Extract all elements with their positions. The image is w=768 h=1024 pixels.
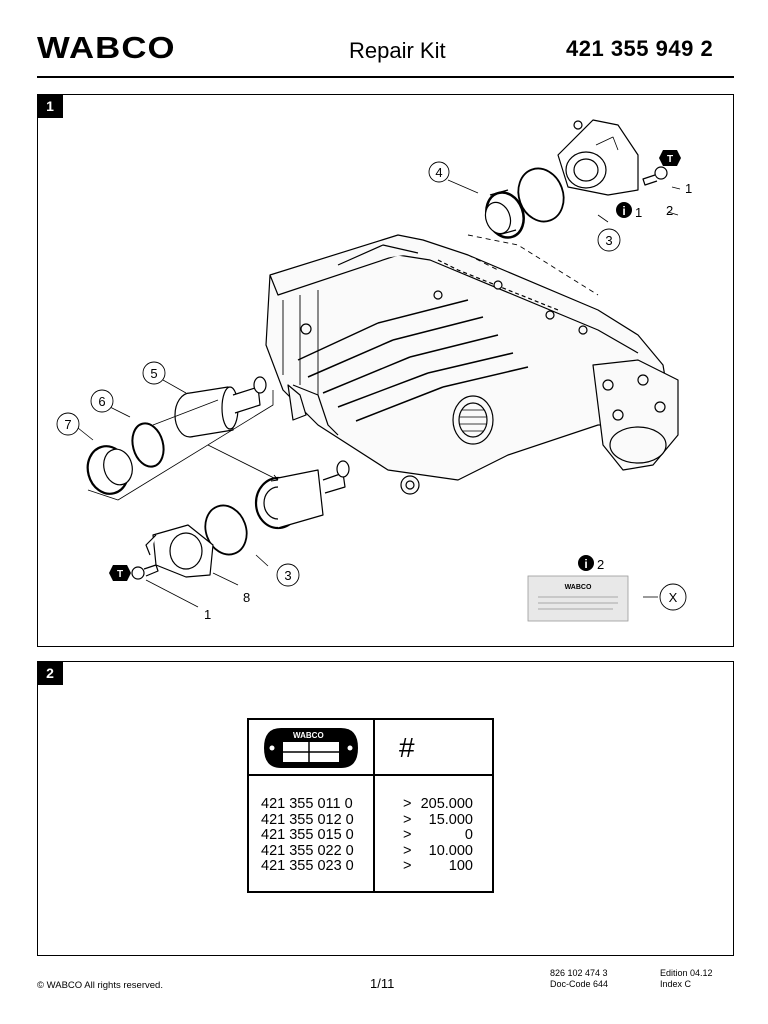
cover-part-2 xyxy=(557,119,639,196)
svg-text:i: i xyxy=(622,204,625,218)
serial-number-table: WABCO # 421 355 011 0 421 355 012 0 421 … xyxy=(247,718,494,893)
seal-part-4 xyxy=(484,189,525,239)
svg-text:3: 3 xyxy=(284,568,291,583)
edition: Edition 04.12 xyxy=(660,968,713,978)
callout-x: X xyxy=(659,583,687,611)
svg-text:1: 1 xyxy=(204,607,211,622)
serial-number-panel: 2 xyxy=(37,661,734,956)
header-divider xyxy=(37,76,734,78)
table-row-part: 421 355 012 0 xyxy=(261,811,354,828)
callout-7: 7 xyxy=(56,412,80,436)
svg-text:2: 2 xyxy=(666,203,673,218)
svg-text:1: 1 xyxy=(685,181,692,196)
info-icon-2: i 2 xyxy=(578,555,604,572)
table-row-part: 421 355 011 0 xyxy=(261,796,353,812)
kit-part-number: 421 355 949 2 xyxy=(566,36,714,61)
svg-text:T: T xyxy=(667,154,673,165)
svg-text:WABCO: WABCO xyxy=(293,731,324,740)
table-row-operator: > xyxy=(403,811,412,828)
exploded-view-drawing: 4 3 2 1 5 6 7 3 8 1 xyxy=(56,119,692,622)
table-row-value: 0 xyxy=(464,827,473,843)
table-row-part: 421 355 022 0 xyxy=(261,842,354,859)
valve-part-5 xyxy=(174,376,267,438)
table-row-operator: > xyxy=(403,827,412,843)
table-row-value: 15.000 xyxy=(428,811,473,828)
main-housing xyxy=(265,234,679,495)
callout-1-top: 1 xyxy=(685,181,692,196)
callout-3-bottom: 3 xyxy=(276,563,300,587)
svg-text:5: 5 xyxy=(150,366,157,381)
doc-code: Doc-Code 644 xyxy=(550,979,609,989)
callout-2-top: 2 xyxy=(666,203,673,218)
quantity-header: # xyxy=(399,732,415,763)
index: Index C xyxy=(660,979,692,989)
operator-column: > > > > > xyxy=(403,796,412,875)
panel-number-badge: 1 xyxy=(37,94,63,118)
svg-text:8: 8 xyxy=(243,590,250,605)
svg-text:4: 4 xyxy=(435,165,442,180)
document-title: Repair Kit xyxy=(349,38,446,63)
svg-text:X: X xyxy=(669,590,678,605)
info-icon-1: i 1 xyxy=(616,202,642,220)
table-column-divider xyxy=(373,720,375,891)
table-row-value: 10.000 xyxy=(428,842,473,859)
svg-text:i: i xyxy=(584,557,587,571)
table-header-divider xyxy=(249,774,492,776)
table-row-value: 205.000 xyxy=(420,796,473,812)
svg-text:6: 6 xyxy=(98,394,105,409)
value-column: 205.000 15.000 0 10.000 100 xyxy=(413,796,473,875)
callout-8: 8 xyxy=(243,590,250,605)
svg-text:T: T xyxy=(117,569,123,580)
svg-text:3: 3 xyxy=(605,233,612,248)
svg-text:2: 2 xyxy=(597,557,604,572)
table-row-operator: > xyxy=(403,858,412,874)
o-ring-part-6 xyxy=(131,422,165,468)
screw-part-1-top xyxy=(642,166,668,186)
cover-part-8 xyxy=(145,524,214,578)
valve-assembly-lower xyxy=(254,460,350,530)
copyright-notice: © WABCO All rights reserved. xyxy=(37,980,163,991)
wabco-logo: WABCO xyxy=(37,30,176,65)
callout-4: 4 xyxy=(428,161,450,183)
grease-pack-x: WABCO xyxy=(527,575,629,622)
svg-text:1: 1 xyxy=(635,205,642,220)
page-number: 1/11 xyxy=(370,976,395,991)
o-ring-part-3-bottom xyxy=(204,504,248,556)
doc-number: 826 102 474 3 xyxy=(550,968,608,978)
panel-number-badge: 2 xyxy=(37,661,63,685)
table-row-part: 421 355 023 0 xyxy=(261,858,354,874)
table-row-value: 100 xyxy=(448,858,473,874)
callout-3-top: 3 xyxy=(597,228,621,252)
torque-symbol-icon-top: T xyxy=(659,150,681,166)
callout-6: 6 xyxy=(90,389,114,413)
type-plate-icon: WABCO xyxy=(264,728,358,768)
torque-symbol-icon-bottom: T xyxy=(109,565,131,581)
exploded-view-panel: 1 xyxy=(37,94,734,647)
part-numbers-column: 421 355 011 0 421 355 012 0 421 355 015 … xyxy=(261,796,354,875)
callout-1-bottom: 1 xyxy=(204,607,211,622)
seal-part-7 xyxy=(86,445,133,495)
table-row-operator: > xyxy=(403,842,412,859)
screw-part-1-bottom xyxy=(131,564,159,580)
table-row-operator: > xyxy=(403,796,412,812)
o-ring-part-3-top xyxy=(517,167,565,223)
callout-5: 5 xyxy=(142,361,166,385)
svg-text:7: 7 xyxy=(64,417,71,432)
svg-text:WABCO: WABCO xyxy=(565,584,592,591)
table-row-part: 421 355 015 0 xyxy=(261,827,354,843)
